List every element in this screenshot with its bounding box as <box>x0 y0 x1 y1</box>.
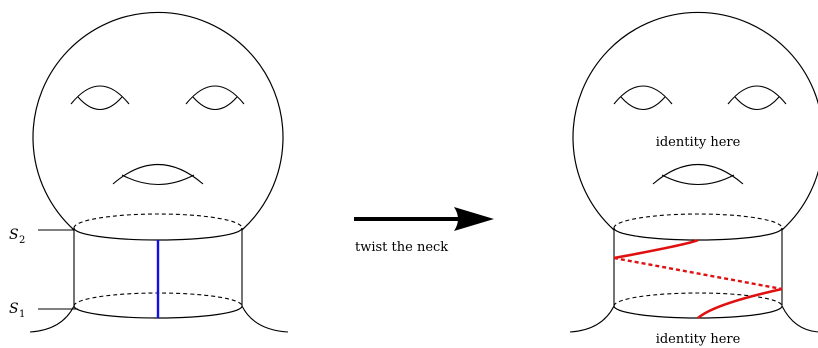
right-upper-circle-front <box>613 227 783 241</box>
arrow-caption: twist the neck <box>355 240 448 255</box>
right-lower-circle-front <box>613 305 783 319</box>
left-upper-circle-back <box>73 213 243 229</box>
left-upper-circle-front <box>73 227 243 241</box>
arrow-head-icon <box>454 207 494 231</box>
s1-label-index: 1 <box>19 309 25 320</box>
red-twist-front-upper <box>613 238 699 260</box>
right-shoulder-left <box>569 305 615 333</box>
twist-arrow: twist the neck <box>354 207 494 255</box>
s2-label-index: 2 <box>19 235 25 246</box>
s2-label: S <box>9 227 19 243</box>
right-lower-circle-back <box>613 292 783 307</box>
right-eye-left-icon <box>613 85 673 111</box>
left-eye-left-icon <box>70 85 130 111</box>
left-mouth-icon <box>112 164 204 185</box>
right-eye-right-icon <box>727 85 787 111</box>
left-shoulder-right <box>241 305 289 333</box>
right-shoulder-right <box>781 305 818 333</box>
right-figure: identity here identity here <box>569 11 818 347</box>
left-head-outline <box>32 11 284 231</box>
right-mouth-icon <box>652 164 744 185</box>
right-upper-circle-back <box>613 213 783 229</box>
left-eye-right-icon <box>185 85 245 111</box>
left-figure: S 2 S 1 <box>9 11 289 333</box>
right-head-outline <box>572 11 818 231</box>
left-shoulder-left <box>29 305 75 333</box>
red-twist-back <box>613 256 783 291</box>
s1-label: S <box>9 301 19 317</box>
head-identity-caption: identity here <box>656 135 741 150</box>
red-twist-front-lower <box>697 287 783 320</box>
base-identity-caption: identity here <box>656 332 741 347</box>
